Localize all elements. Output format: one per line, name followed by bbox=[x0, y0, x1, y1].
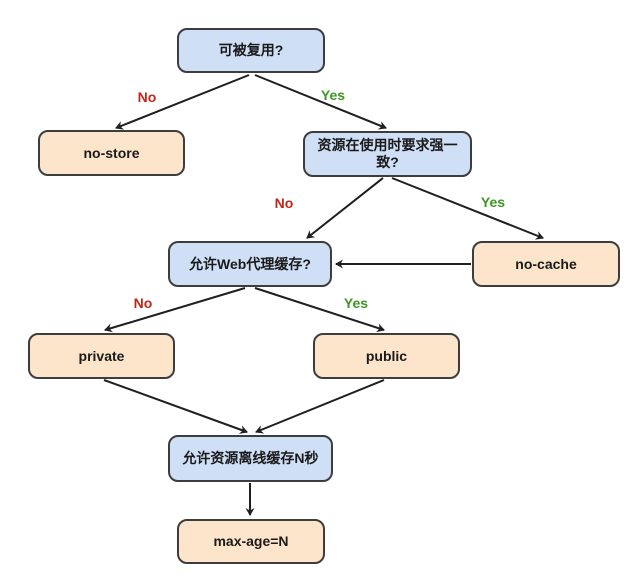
edge-reuse-to-no-store bbox=[115, 74, 250, 130]
node-no-cache: no-cache bbox=[472, 241, 620, 287]
node-no-store: no-store bbox=[38, 130, 185, 176]
edge-public-to-offline bbox=[255, 379, 385, 434]
node-offline-cache-question: 允许资源离线缓存N秒 bbox=[168, 435, 333, 482]
edge-consistency-to-no-cache bbox=[391, 177, 544, 240]
node-strong-consistency-question: 资源在使用时要求强一致? bbox=[303, 131, 472, 177]
edge-label-reuse-no: No bbox=[137, 89, 157, 105]
edge-reuse-to-consistency bbox=[254, 74, 387, 130]
edge-web-proxy-to-private bbox=[104, 287, 246, 333]
edge-label-consistency-no: No bbox=[274, 195, 294, 211]
edge-consistency-to-web-proxy bbox=[306, 177, 384, 239]
node-web-proxy-question: 允许Web代理缓存? bbox=[168, 241, 332, 287]
node-reuse-question: 可被复用? bbox=[177, 28, 325, 73]
edge-private-to-offline bbox=[103, 379, 248, 434]
edge-web-proxy-to-public bbox=[254, 287, 385, 333]
edge-label-proxy-no: No bbox=[133, 295, 153, 311]
node-max-age: max-age=N bbox=[177, 519, 325, 564]
node-private: private bbox=[28, 333, 175, 379]
edge-label-reuse-yes: Yes bbox=[320, 87, 346, 103]
edge-label-consistency-yes: Yes bbox=[480, 194, 506, 210]
edge-label-proxy-yes: Yes bbox=[343, 295, 369, 311]
node-public: public bbox=[313, 333, 460, 379]
